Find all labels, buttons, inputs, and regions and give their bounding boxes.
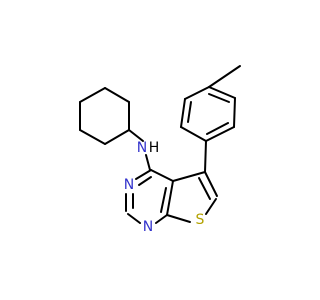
- molecule-diagram: N H N N S: [79, 65, 241, 235]
- bond: [150, 169, 174, 182]
- bond: [233, 97, 236, 128]
- bond: [205, 198, 217, 215]
- pyrimidine-ring: [125, 169, 174, 224]
- bond: [128, 129, 144, 142]
- tolyl-ring: [180, 86, 236, 142]
- thiophene-ring: [166, 171, 218, 223]
- bond: [184, 86, 210, 100]
- pyrimidine-n3-label: N: [124, 177, 134, 193]
- bond: [166, 180, 174, 216]
- bond: [79, 129, 106, 145]
- methyl-bond: [208, 65, 241, 88]
- atom-labels: N H N N S: [124, 140, 205, 235]
- bond: [187, 101, 192, 123]
- amine-h-label: H: [149, 140, 160, 156]
- bond: [198, 177, 211, 200]
- bond: [180, 126, 207, 142]
- bond: [208, 86, 236, 99]
- bond: [208, 93, 230, 103]
- bond: [155, 214, 168, 224]
- bond: [204, 140, 207, 173]
- pyrimidine-n1-label: N: [143, 219, 153, 235]
- bond: [135, 169, 152, 180]
- amine-n-label: N: [137, 140, 147, 156]
- bond: [127, 213, 141, 224]
- bond: [205, 126, 235, 142]
- molecule-svg: N H N N S: [79, 65, 241, 235]
- bond: [104, 87, 130, 103]
- bond: [79, 87, 106, 103]
- bond: [180, 98, 186, 128]
- cyclohexyl-ring: [79, 87, 130, 145]
- thiophene-s-label: S: [196, 212, 205, 228]
- bond: [166, 214, 191, 223]
- bond: [206, 122, 229, 135]
- bond: [145, 154, 151, 171]
- bond: [160, 187, 167, 213]
- bond: [172, 171, 206, 182]
- bond: [204, 171, 218, 197]
- bond: [104, 129, 130, 145]
- bond: [138, 176, 152, 186]
